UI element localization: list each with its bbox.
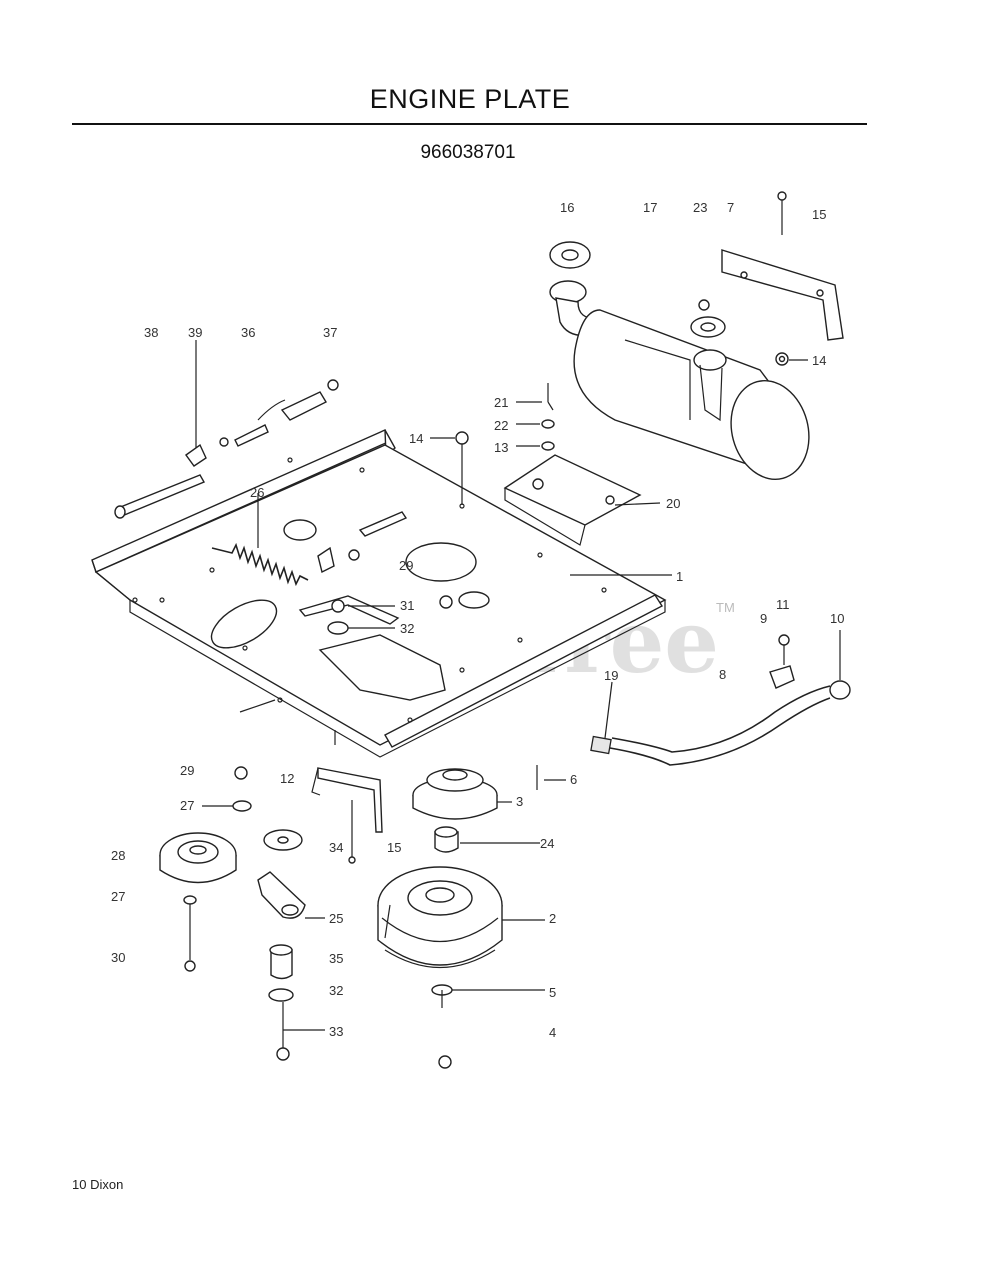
callout-2: 2	[549, 911, 556, 926]
callout-8: 8	[719, 667, 726, 682]
plate-cutout-center	[318, 634, 446, 701]
callout-11: 11	[776, 597, 790, 612]
callout-10: 10	[830, 611, 844, 626]
heat-shield-20	[503, 454, 661, 546]
callout-24: 24	[540, 836, 554, 851]
callout-32-plate: 32	[400, 621, 414, 636]
callout-27: 27	[111, 889, 125, 904]
plate-hole-29	[405, 542, 477, 582]
bolt-stack-21-22-13	[430, 383, 555, 505]
callout-34: 34	[329, 840, 343, 855]
bushing-37	[280, 391, 327, 421]
callout-31: 31	[400, 598, 414, 613]
callout-17: 17	[643, 200, 657, 215]
bolt-14	[455, 431, 469, 445]
callout-26: 26	[250, 485, 264, 500]
knob-39	[185, 443, 207, 467]
callout-23: 23	[693, 200, 707, 215]
bolt-34	[348, 856, 356, 864]
callout-38: 38	[144, 325, 158, 340]
fuel-line-assembly	[590, 630, 851, 766]
plate-slot-left	[210, 599, 278, 649]
callout-13: 13	[494, 440, 508, 455]
watermark-trademark: TM	[716, 600, 735, 615]
callout-20: 20	[666, 496, 680, 511]
callout-25: 25	[329, 911, 343, 926]
bracket-12	[311, 767, 383, 864]
callout-37: 37	[323, 325, 337, 340]
callout-35: 35	[329, 951, 343, 966]
nut-23	[698, 299, 710, 311]
idler-linkage	[298, 546, 453, 635]
callout-27-top: 27	[180, 798, 194, 813]
callout-4: 4	[549, 1025, 556, 1040]
washer-32	[327, 621, 349, 635]
callout-16: 16	[560, 200, 574, 215]
callout-6: 6	[570, 772, 577, 787]
callout-15: 15	[387, 840, 401, 855]
page-footer: 10 Dixon	[72, 1177, 124, 1192]
title-rule	[72, 123, 867, 125]
callout-21: 21	[494, 395, 508, 410]
fitting-10	[829, 680, 851, 700]
idler-pulley-assembly	[159, 766, 252, 972]
bolt-4	[438, 1055, 452, 1069]
callout-1: 1	[676, 569, 683, 584]
callout-36: 36	[241, 325, 255, 340]
bolt-30	[184, 960, 196, 972]
throttle-rod-assembly	[114, 340, 339, 519]
engine-plate-1	[91, 429, 672, 758]
nut-29	[234, 766, 248, 780]
callout-29-plate: 29	[399, 558, 413, 573]
callout-14: 14	[409, 431, 423, 446]
callout-28: 28	[111, 848, 125, 863]
callout-labels: 16 17 23 7 15 14 38 39 36 37 21 22 14 13…	[111, 200, 844, 1040]
page-title: ENGINE PLATE	[369, 84, 571, 114]
part-number: 966038701	[420, 142, 516, 163]
callout-3: 3	[516, 794, 523, 809]
callout-9: 9	[760, 611, 767, 626]
bolt-33	[276, 1047, 290, 1061]
callout-15-top: 15	[812, 207, 826, 222]
callout-5: 5	[549, 985, 556, 1000]
nut-31	[331, 599, 345, 613]
callout-19: 19	[604, 668, 618, 683]
washer-27b	[183, 895, 197, 905]
callout-29: 29	[180, 763, 194, 778]
callout-7: 7	[727, 200, 734, 215]
callout-12: 12	[280, 771, 294, 786]
muffler-end-cap	[730, 380, 810, 480]
sleeve-36	[234, 424, 269, 447]
washer-32b	[268, 988, 294, 1002]
pto-clutch-assembly	[377, 765, 566, 1069]
muffler-bracket-15	[721, 249, 844, 341]
rod-38	[117, 474, 206, 517]
idler-arm-assembly	[257, 829, 325, 1061]
callout-14-top: 14	[812, 353, 826, 368]
washer-27a	[232, 800, 252, 812]
muffler-assembly	[549, 191, 844, 480]
callout-30: 30	[111, 950, 125, 965]
clamp-8	[769, 665, 795, 689]
fitting-19	[590, 735, 612, 755]
callout-22: 22	[494, 418, 508, 433]
spring-26	[211, 493, 309, 587]
callout-33: 33	[329, 1024, 343, 1039]
callout-39: 39	[188, 325, 202, 340]
bushing-35	[270, 949, 293, 980]
callout-32: 32	[329, 983, 343, 998]
clip-11	[778, 634, 790, 646]
